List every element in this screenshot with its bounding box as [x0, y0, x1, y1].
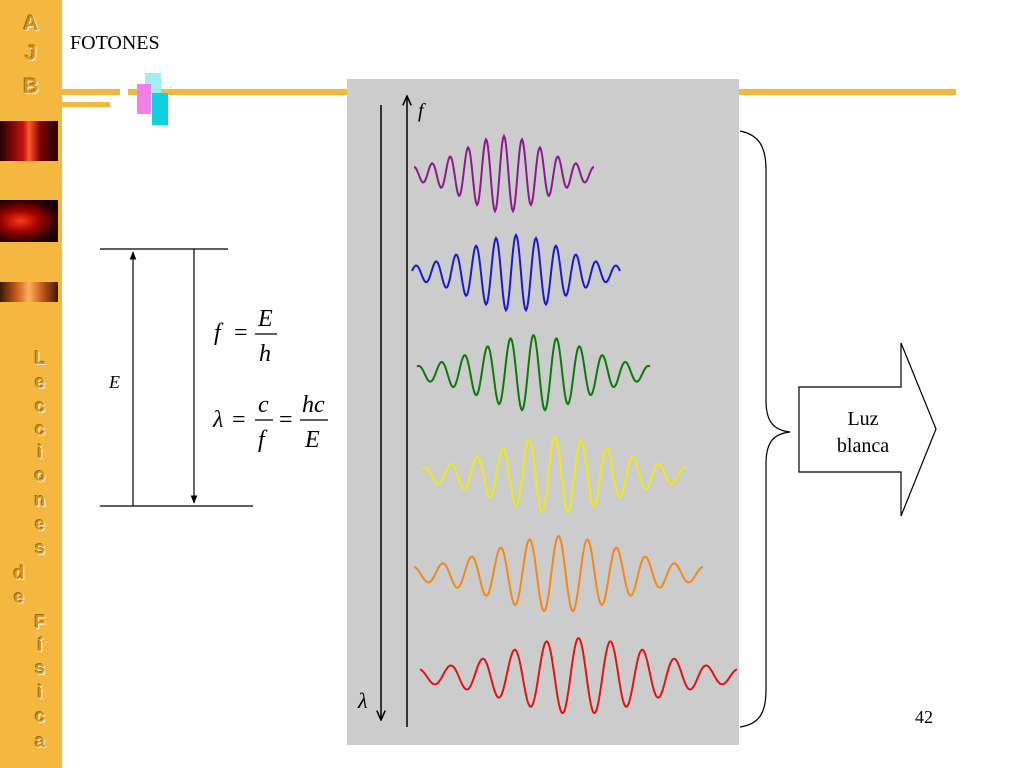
vertical-letter: e — [13, 587, 24, 607]
violet-wave — [413, 133, 595, 214]
vertical-letter: í — [37, 635, 43, 655]
white-light-arrow — [798, 342, 937, 517]
logo-letter-j: J — [25, 42, 37, 65]
vertical-letter: i — [37, 442, 43, 462]
spectrum-photo — [0, 282, 58, 302]
formula-planck-denominator: h — [259, 341, 271, 367]
formula-hc-numerator: hc — [302, 392, 325, 418]
vertical-letter: e — [34, 372, 45, 392]
formula-energy-numerator: E — [257, 306, 273, 332]
lab-photo-2 — [0, 200, 58, 242]
white-light-label-line1: Luz — [847, 408, 879, 430]
vertical-letter: n — [34, 490, 46, 510]
slide-number: 42 — [915, 707, 933, 727]
brace — [739, 130, 791, 728]
formula-lambda: λ — [212, 407, 223, 433]
vertical-letter: L — [34, 348, 46, 368]
formula-equals: = — [234, 320, 248, 346]
vertical-letter: o — [34, 465, 46, 485]
wave-packets — [411, 133, 738, 715]
logo-letter-b: B — [23, 75, 39, 98]
wavelength-axis-label: λ — [357, 688, 368, 713]
white-light-label-line2: blanca — [836, 435, 890, 457]
yellow-wave — [421, 435, 689, 514]
sidebar: A J B L e c c i o n e s d e F í s i c a — [0, 0, 62, 768]
vertical-letter: s — [34, 658, 45, 678]
vertical-letter: d — [13, 563, 25, 583]
vertical-letter: i — [37, 682, 43, 702]
lab-photo-1 — [0, 121, 58, 161]
spectrum-panel — [347, 79, 739, 745]
blue-wave — [411, 232, 621, 313]
orange-wave — [413, 535, 704, 613]
formula-equals: = — [279, 407, 293, 433]
formula-f-denominator: f — [258, 427, 268, 453]
frequency-axis-label: f — [418, 100, 426, 122]
energy-label: E — [108, 372, 120, 392]
green-wave — [416, 334, 651, 412]
vertical-letter: c — [34, 706, 45, 726]
vertical-letter: a — [34, 731, 45, 751]
formula-f: f — [214, 320, 224, 346]
vertical-letter: e — [34, 514, 45, 534]
vertical-letter: c — [34, 419, 45, 439]
vertical-letter: F — [34, 612, 46, 632]
white-light-label: Luz blanca — [808, 406, 918, 460]
vertical-letter: c — [34, 396, 45, 416]
photon-formulas: f = E h λ = c f = hc E — [212, 306, 328, 453]
formula-equals: = — [232, 407, 246, 433]
red-wave — [419, 637, 738, 715]
slide-title: FOTONES — [70, 32, 160, 54]
formula-c-numerator: c — [258, 392, 269, 418]
logo-letter-a: A — [23, 12, 39, 35]
energy-level-diagram: E — [100, 248, 253, 507]
formula-e-denominator: E — [304, 427, 320, 453]
vertical-letter: s — [34, 538, 45, 558]
header-decoration — [62, 73, 956, 125]
